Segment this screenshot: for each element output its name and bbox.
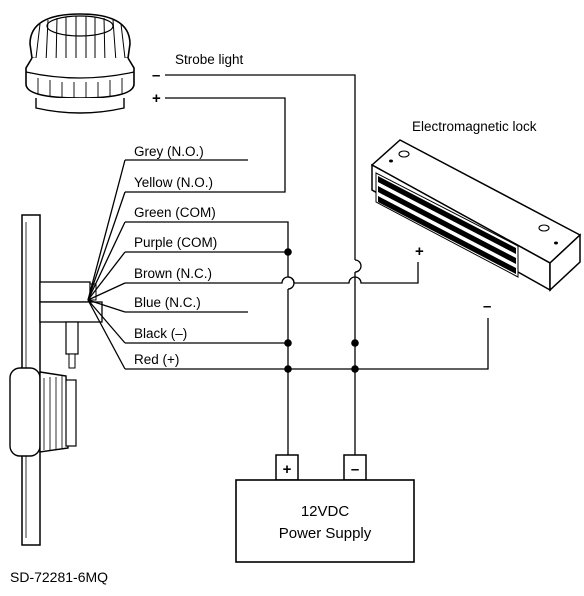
strobe-light-icon (25, 13, 135, 114)
strobe-light-label: Strobe light (175, 52, 244, 67)
fan-blue (87, 299, 126, 313)
fan-grey (87, 159, 126, 301)
wire-label-purple: Purple (COM) (134, 235, 217, 250)
psu-name-label: Power Supply (279, 525, 372, 542)
psu-minus-label: – (351, 461, 359, 478)
wire-label-brown: Brown (N.C.) (134, 266, 212, 281)
strobe-minus-hop (354, 259, 362, 273)
maglock-label: Electromagnetic lock (412, 119, 537, 134)
wire-label-black: Black (–) (134, 326, 187, 341)
fan-green (87, 221, 126, 301)
power-supply (235, 454, 415, 563)
fan-yellow (87, 191, 126, 301)
fan-brown (87, 282, 126, 301)
wire-label-grey: Grey (N.O.) (134, 144, 204, 159)
brown-wire (125, 262, 419, 284)
junctions (284, 248, 359, 373)
green-wire (125, 221, 289, 252)
red-wire (125, 318, 489, 370)
com-bus-hop (287, 276, 295, 290)
wire-label-blue: Blue (N.C.) (134, 295, 201, 310)
psu-box (235, 479, 415, 563)
wire-label-yellow: Yellow (N.O.) (134, 175, 213, 190)
maglock-plus-label: + (415, 243, 424, 260)
fan-red (87, 299, 126, 370)
strobe-minus-wire (165, 74, 356, 260)
fan-purple (87, 251, 126, 301)
electromagnetic-lock-icon (370, 139, 582, 292)
strobe-plus-wire (125, 97, 286, 193)
strobe-minus-label: – (152, 67, 160, 84)
keyswitch-device-icon (9, 214, 103, 546)
wire-label-red: Red (+) (134, 352, 179, 367)
psu-plus-label: + (283, 461, 292, 478)
strobe-plus-label: + (152, 90, 161, 107)
wire-label-green: Green (COM) (134, 205, 216, 220)
fan-black (87, 299, 126, 344)
wiring (87, 74, 489, 455)
device-model-label: SD-72281-6MQ (10, 569, 108, 585)
maglock-minus-label: – (483, 298, 491, 315)
psu-voltage-label: 12VDC (301, 503, 350, 520)
